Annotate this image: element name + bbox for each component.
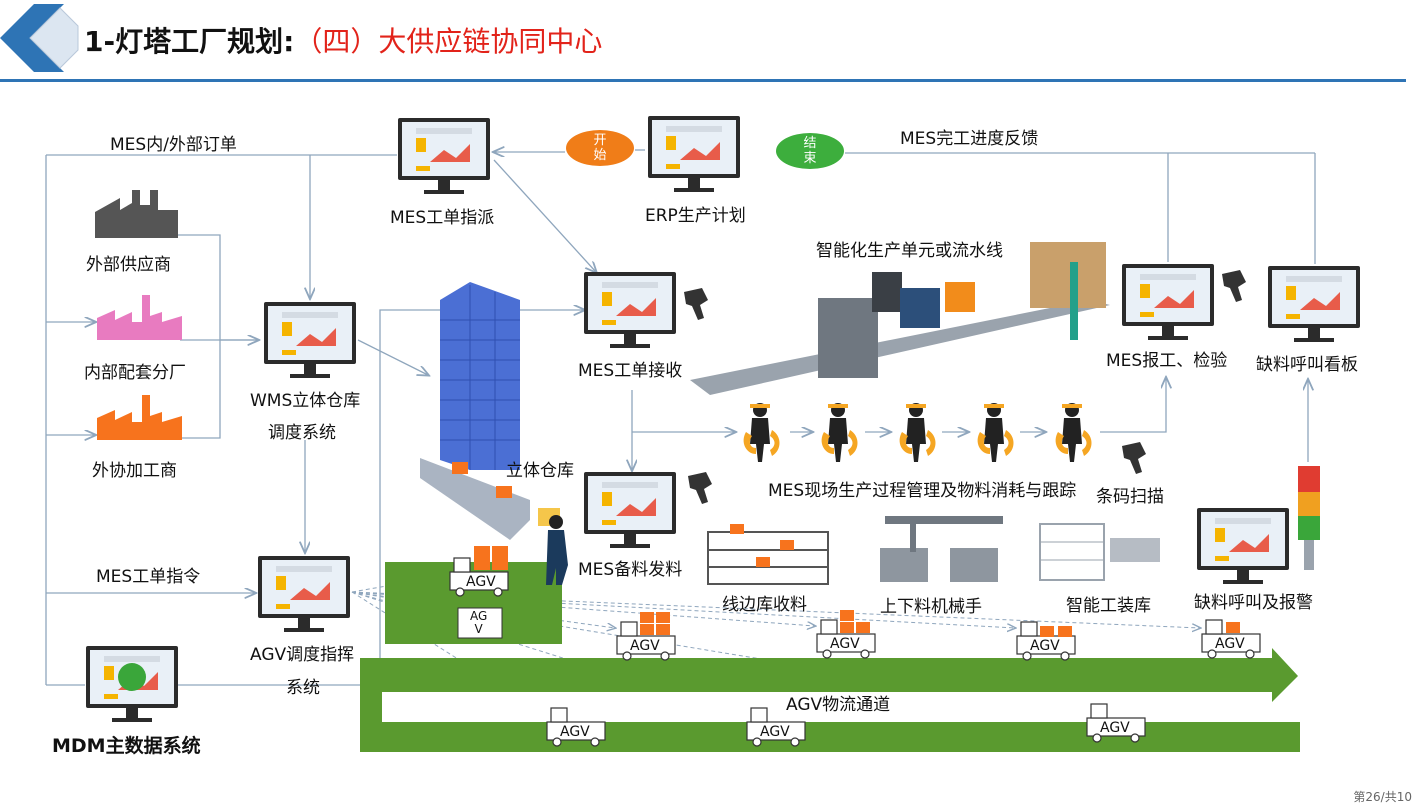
label-internal-branch: 内部配套分厂 [84,363,186,383]
label-mes-report: MES报工、检验 [1106,351,1228,371]
label-barcode-scan: 条码扫描 [1096,487,1164,507]
tower-light-icon [1298,466,1320,570]
agv-label: AG V [470,609,488,636]
label-shortage-alarm: 缺料呼叫及报警 [1194,593,1313,613]
label-agv-channel: AGV物流通道 [786,695,891,715]
label-wms-line1: WMS立体仓库 [250,391,361,411]
label-agv-line1: AGV调度指挥 [250,645,355,665]
agv-label: AGV [1100,720,1130,736]
header-divider [0,79,1406,82]
worker-carrying-icon [538,508,568,585]
production-line-icon [690,242,1110,395]
label-erp-plan: ERP生产计划 [645,206,746,226]
label-manipulator: 上下料机械手 [880,597,982,617]
label-mes-instruction: MES工单指令 [96,567,201,587]
label-stereo-warehouse: 立体仓库 [506,461,574,481]
end-node: 结 束 [776,133,844,169]
agv-label: AGV [1030,638,1060,654]
agv-label: AGV [1215,636,1245,652]
manipulator-icon [880,516,1003,582]
label-smart-line: 智能化生产单元或流水线 [816,241,1003,261]
label-external-supplier: 外部供应商 [86,255,171,275]
page-title: 1-灯塔工厂规划:（四）大供应链协同中心 [84,25,603,58]
header: 1-灯塔工厂规划:（四）大供应链协同中心 [0,0,1406,82]
label-mes-order: MES内/外部订单 [110,135,237,155]
label-mes-receive: MES工单接收 [578,361,683,381]
factory-dark-icon [95,190,178,238]
label-mes-dispatch: MES工单指派 [390,208,495,228]
label-mes-prep: MES备料发料 [578,560,683,580]
factory-orange-icon [97,395,182,440]
label-agv-line2: 系统 [286,678,320,698]
label-wms-line2: 调度系统 [268,423,336,443]
line-store-shelf-icon [707,524,829,585]
label-line-store: 线边库收料 [722,595,807,615]
label-shortage-board: 缺料呼叫看板 [1256,355,1358,375]
agv-label: AGV [466,574,496,590]
agv-label: AGV [830,636,860,652]
header-badge-icon [0,4,79,72]
tooling-store-icon [1039,523,1160,581]
stereo-warehouse-icon [420,282,530,540]
factory-pink-icon [97,295,182,340]
label-outsource: 外协加工商 [92,461,177,481]
start-node: 开 始 [566,130,634,166]
agv-label: AGV [630,638,660,654]
mdm-globe-icon [118,663,146,691]
label-mes-feedback: MES完工进度反馈 [900,129,1039,149]
page-number: 第26/共10 [1353,790,1412,804]
label-onsite-mgmt: MES现场生产过程管理及物料消耗与跟踪 [768,481,1077,501]
label-tooling-store: 智能工装库 [1066,596,1151,616]
scanner-icon [684,270,1246,504]
agv-label: AGV [760,724,790,740]
agv-label: AGV [560,724,590,740]
label-mdm: MDM主数据系统 [52,735,201,757]
